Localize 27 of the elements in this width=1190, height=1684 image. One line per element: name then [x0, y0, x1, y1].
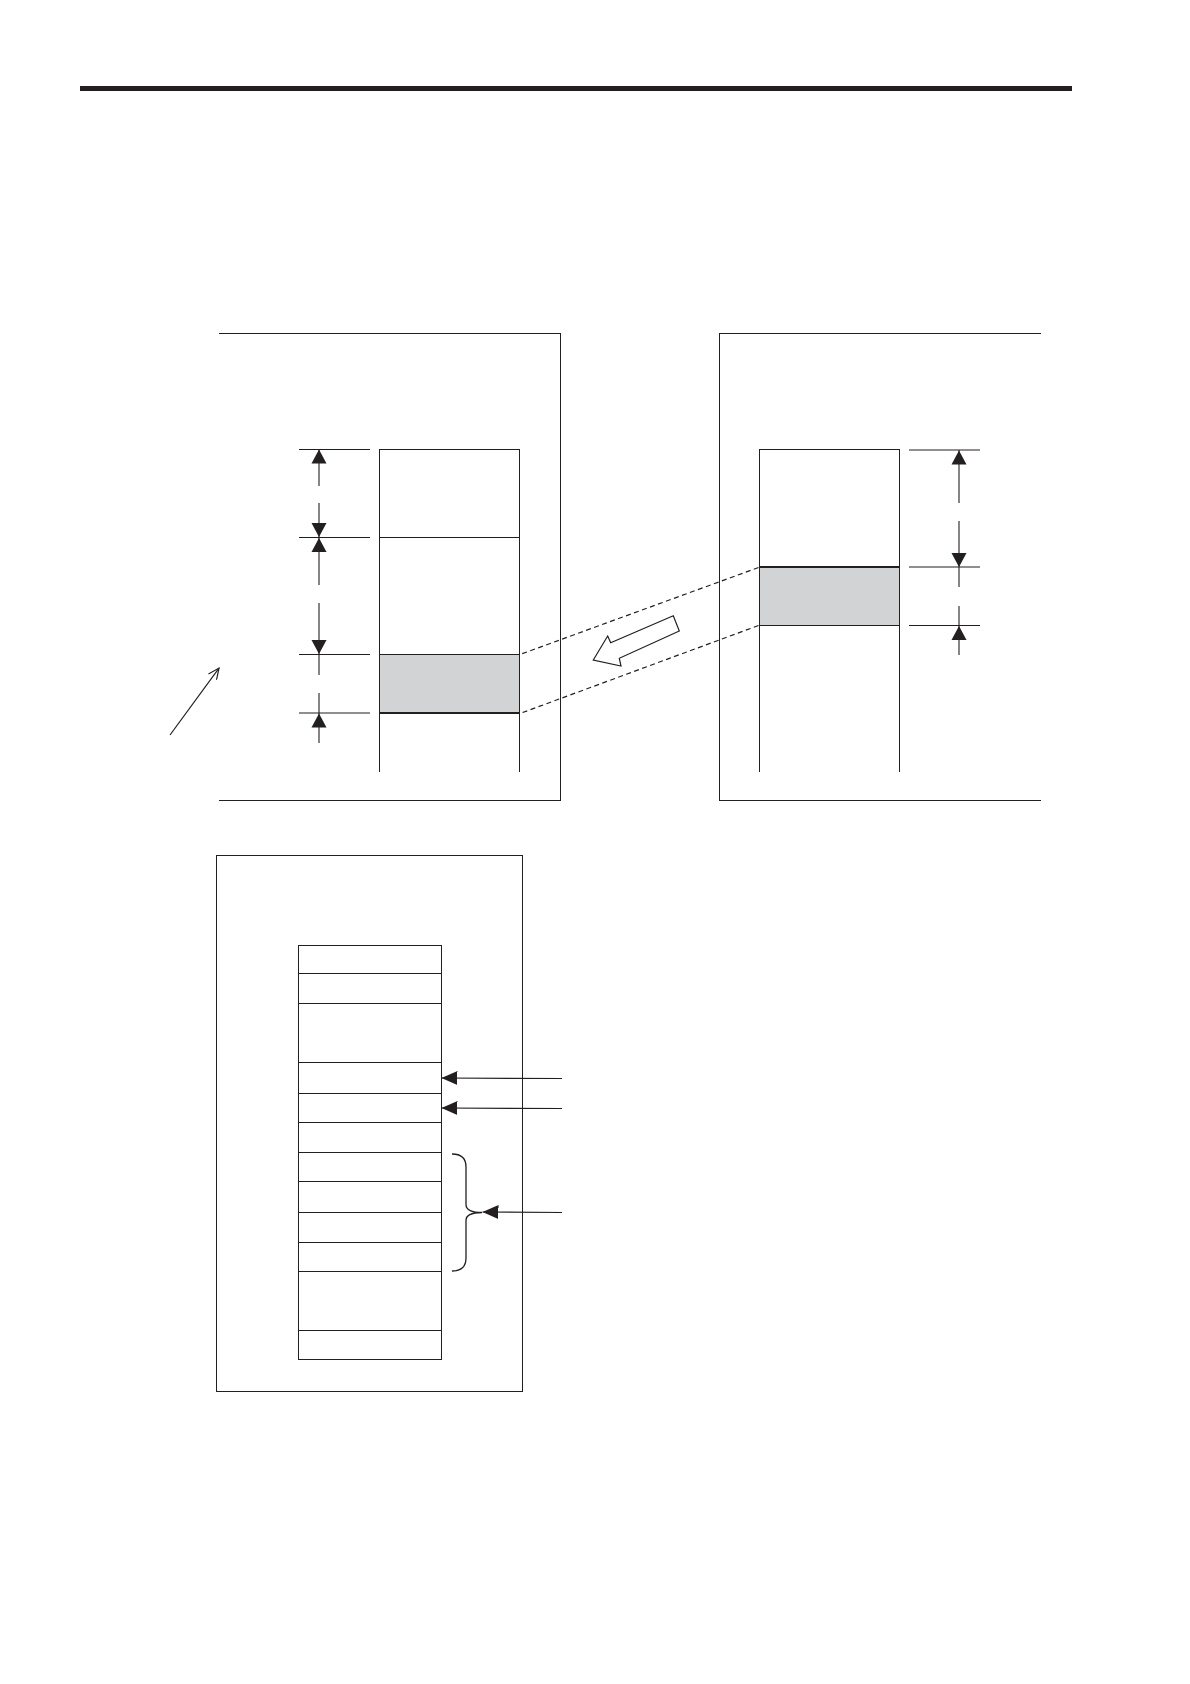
stack-row [297, 1330, 442, 1360]
memory-block [758, 625, 900, 772]
shaded-block [379, 654, 520, 714]
memory-block [379, 537, 520, 655]
stack-row [297, 1181, 442, 1213]
stack-row [297, 973, 442, 1004]
arrow [440, 1071, 563, 1086]
memory-panel [216, 855, 523, 1392]
arrow [481, 1205, 563, 1220]
memory-panel [719, 333, 1041, 801]
stack-row [297, 944, 442, 974]
arrow [169, 667, 220, 736]
shaded-block [758, 567, 900, 626]
memory-panel [219, 333, 561, 801]
stack-row [297, 1242, 442, 1272]
stack-row [297, 1062, 442, 1094]
memory-block [379, 448, 520, 538]
stack-row [297, 1093, 442, 1123]
stack-row [297, 1271, 442, 1331]
stack-row [297, 1152, 442, 1182]
arrow [440, 1101, 563, 1116]
curly-brace [450, 1152, 483, 1272]
dashed-line [519, 566, 760, 656]
stack-row [297, 1122, 442, 1153]
memory-block [379, 713, 520, 772]
stack-row [297, 1003, 442, 1063]
stack-row [297, 1212, 442, 1243]
